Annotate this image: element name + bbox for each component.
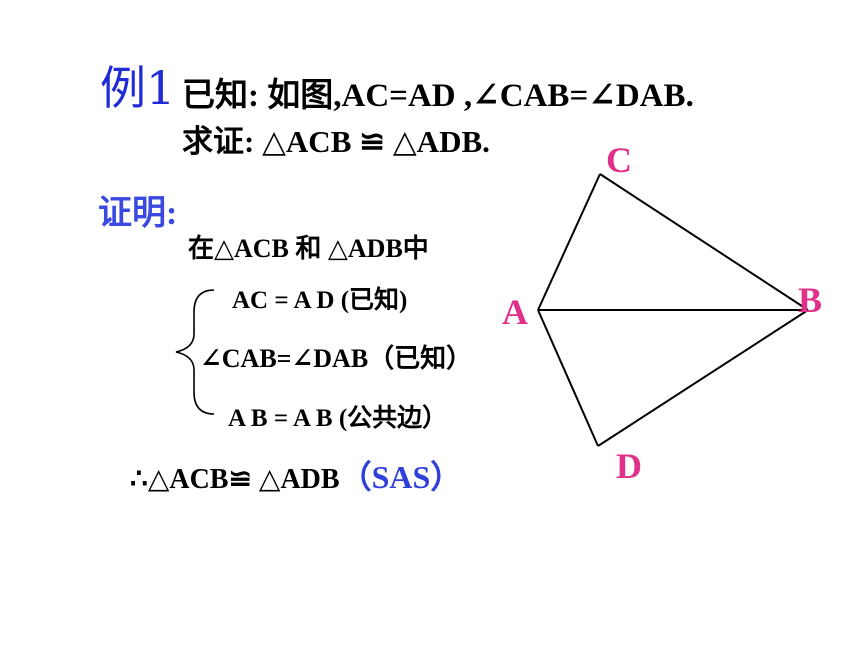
proof-step-3: A B = A B (公共边） [228, 405, 448, 432]
geometry-figure: C A B D [502, 140, 822, 486]
triangle-context-line: 在△ACB 和 △ADB中 [188, 234, 429, 263]
proof-label: 证明: [98, 195, 178, 232]
segment-ad [537, 309, 599, 447]
vertex-label-a: A [502, 292, 528, 332]
segment-db [597, 309, 809, 447]
curly-brace [175, 289, 215, 415]
vertex-label-c: C [606, 140, 632, 180]
vertex-label-d: D [616, 446, 642, 486]
vertex-label-b: B [798, 280, 822, 320]
conclusion-line: ∴△ACB≌ △ADB（SAS） [130, 452, 462, 498]
segment-ac [537, 173, 601, 311]
proof-step-1: AC = A D (已知) [232, 287, 408, 314]
segment-cb [599, 173, 809, 311]
example-number: 例1 [100, 61, 176, 115]
given-statement: 已知: 如图,AC=AD ,∠CAB=∠DAB. [182, 78, 694, 114]
conclusion-reason: （SAS） [339, 459, 463, 495]
conclusion-text: ∴△ACB≌ △ADB [130, 464, 340, 495]
proof-step-2: ∠CAB=∠DAB（已知） [200, 344, 473, 373]
prove-statement: 求证: △ACB ≌ △ADB. [182, 124, 490, 159]
